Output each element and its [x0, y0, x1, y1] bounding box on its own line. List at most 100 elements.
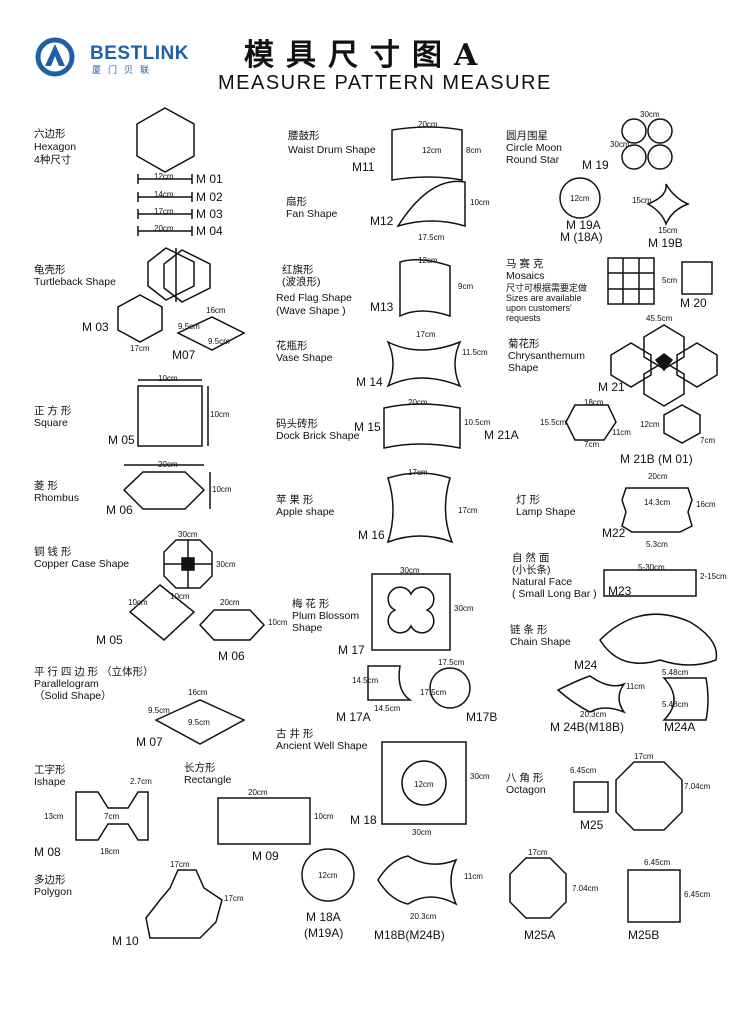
plum-m17a-shape: [367, 665, 413, 701]
mosaics-note: 尺寸可根据需要定做: [506, 283, 588, 293]
polygon-dim-1: 17cm: [170, 860, 190, 869]
rhombus-label-cn: 菱 形: [34, 480, 58, 492]
ishape-label-en: Ishape: [34, 776, 66, 788]
vase-shape: [386, 340, 462, 388]
square-code: M 05: [108, 433, 135, 447]
copper-code-m05: M 05: [96, 633, 123, 647]
waist-drum-shape: [391, 126, 463, 181]
copper-dim-3: 10cm: [128, 598, 148, 607]
m25a-dim-1: 17cm: [528, 848, 548, 857]
code-m18a-alt: M (18A): [560, 230, 603, 244]
square-dim-height: 10cm: [210, 410, 230, 419]
code-m25b: M25B: [628, 928, 660, 942]
mosaics-note-en-3: requests: [506, 313, 541, 323]
natural-dim-1: 5-30cm: [638, 563, 665, 572]
ancient-dim-2: 30cm: [470, 772, 490, 781]
fan-code: M12: [370, 214, 394, 228]
polygon-shape: [145, 869, 223, 939]
chain-label-en: Chain Shape: [510, 636, 571, 648]
copper-label-en: Copper Case Shape: [34, 558, 130, 570]
m19a-circle: [559, 177, 601, 219]
redflag-label-en2: (Wave Shape ): [276, 305, 346, 317]
octagon-shape: [615, 761, 683, 831]
page-title-chinese: 模具尺寸图A: [244, 38, 490, 73]
plum-blossom-shape: [371, 573, 451, 651]
hexagon-size-2: 14cm: [154, 190, 174, 199]
rhombus-shape: [122, 471, 206, 510]
m21b-shape: [565, 404, 617, 441]
copper-code-m06: M 06: [218, 649, 245, 663]
parallelogram-code: M 07: [136, 735, 163, 749]
waist-label-en: Waist Drum Shape: [288, 144, 376, 156]
ancient-dim-3: 30cm: [412, 828, 432, 837]
fan-dim-1: 10cm: [470, 198, 490, 207]
chrysanthemum-dim-7: 7cm: [700, 436, 716, 445]
fan-dim-2: 17.5cm: [418, 233, 445, 242]
parallelogram-dim-2: 9.5cm: [148, 706, 170, 715]
m25b-dim-2: 6.45cm: [684, 890, 711, 899]
hexagon-shape: [136, 107, 195, 173]
dock-dim-1: 20cm: [408, 398, 428, 407]
chrysanthemum-shape: [610, 324, 718, 407]
ishape-dim-4: 18cm: [100, 847, 120, 856]
lamp-dim-2: 14.3cm: [644, 498, 671, 507]
plum-code-m17: M 17: [338, 643, 365, 657]
ishape-shape: [75, 791, 149, 841]
ancient-well-circle: [401, 760, 447, 806]
plum-dim-1: 30cm: [400, 566, 420, 575]
ishape-dim-1: 2.7cm: [130, 777, 152, 786]
hexagon-label-en: Hexagon: [34, 141, 77, 153]
lamp-dim-3: 16cm: [696, 500, 716, 509]
chain-dim-2: 20.3cm: [580, 710, 607, 719]
m21b-hexagon: [663, 404, 701, 444]
chain-dim-4: 5.48cm: [662, 700, 689, 709]
code-m02: M 02: [196, 190, 223, 204]
fan-label-en: Fan Shape: [286, 208, 338, 220]
m25a-octagon: [509, 857, 567, 919]
vase-label-en: Vase Shape: [276, 352, 333, 364]
chain-label-cn: 链 条 形: [510, 624, 548, 636]
circlemoon-label-en2: Round Star: [506, 154, 560, 166]
apple-dim-2: 17cm: [458, 506, 478, 515]
polygon-code: M 10: [112, 934, 139, 948]
hexagon-note: 4种尺寸: [34, 154, 72, 166]
code-m18b: M18B(M24B): [374, 928, 445, 942]
hexagon-size-4: 20cm: [154, 224, 174, 233]
m25b-dim-1: 6.45cm: [644, 858, 671, 867]
parallelogram-dim-1: 16cm: [188, 688, 208, 697]
chrysanthemum-dim-6: 12cm: [640, 420, 660, 429]
waist-dim-2: 12cm: [422, 146, 442, 155]
code-m21b: M 21B (M 01): [620, 452, 693, 466]
ancient-code: M 18: [350, 813, 377, 827]
copper-label-cn: 铜 钱 形: [34, 546, 72, 558]
rhombus-dim-height: 10cm: [212, 485, 232, 494]
copper-hexagon-m06: [198, 609, 266, 641]
lamp-label-cn: 灯 形: [516, 494, 540, 506]
code-m23: M23: [608, 584, 632, 598]
polygon-label-cn: 多边形: [34, 874, 66, 886]
circlemoon-dim-1: 30cm: [640, 110, 660, 119]
circlemoon-label-en: Circle Moon: [506, 142, 563, 154]
apple-code: M 16: [358, 528, 385, 542]
parallelogram-label-en2: （Solid Shape）: [34, 690, 112, 702]
circle-moon-shape: [621, 118, 673, 170]
dock-brick-shape: [383, 403, 461, 449]
m18a-dim: 12cm: [318, 871, 338, 880]
octagon-dim-2: 17cm: [634, 752, 654, 761]
turtleback-label-en: Turtleback Shape: [34, 276, 116, 288]
m18b-shape: [377, 855, 458, 906]
brand-subtitle: 厦门贝联: [92, 65, 157, 75]
lamp-label-en: Lamp Shape: [516, 506, 576, 518]
rectangle-dim-height: 10cm: [314, 812, 334, 821]
brand-name: BESTLINK: [90, 43, 189, 64]
redflag-dim-1: 12cm: [418, 256, 438, 265]
square-shape: [137, 385, 203, 447]
chrysanthemum-label-cn: 菊花形: [508, 338, 540, 350]
rhombus-code: M 06: [106, 503, 133, 517]
bestlink-logo-mark: [45, 44, 65, 66]
code-m18a: M 18A: [306, 910, 341, 924]
natural-label-cn2: (小长条): [512, 564, 551, 576]
plum-dim-5: 14.5cm: [374, 704, 401, 713]
plum-label-en: Plum Blossom: [292, 610, 360, 622]
plum-label-cn: 梅 花 形: [292, 598, 330, 610]
